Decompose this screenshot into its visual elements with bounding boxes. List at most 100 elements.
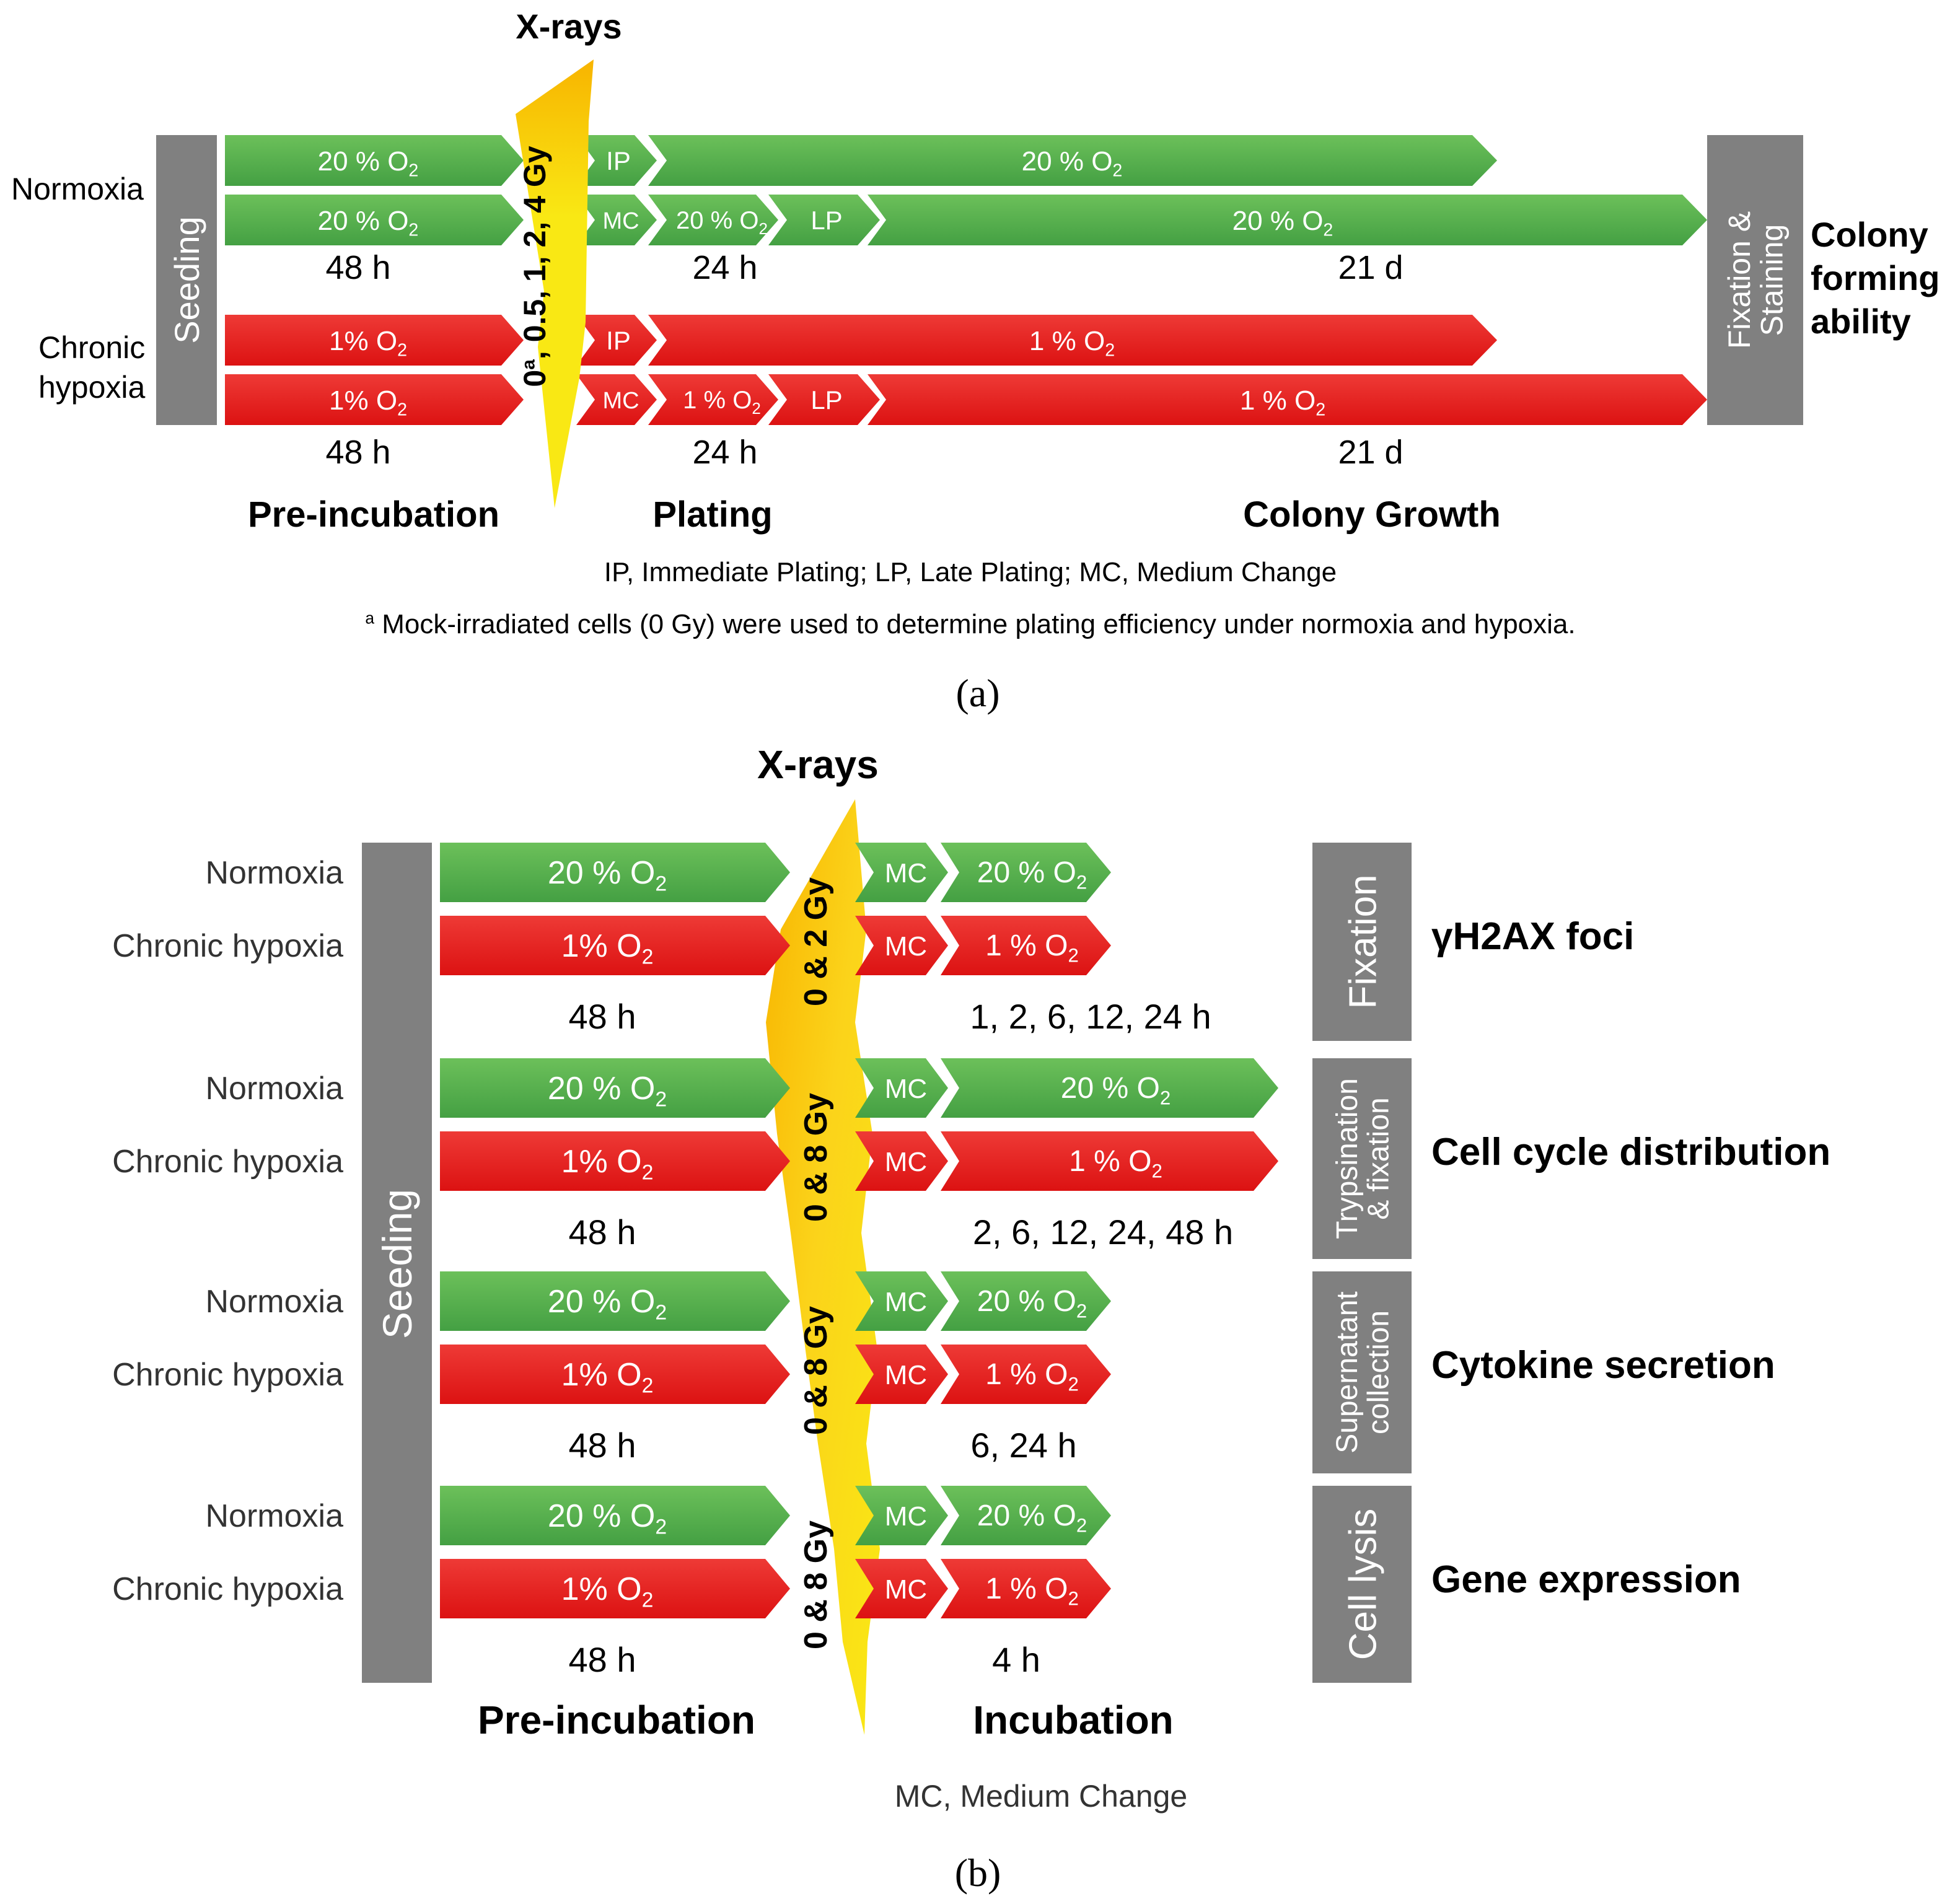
normoxia-mc-arrow bbox=[855, 1058, 948, 1118]
fixation-staining-bar bbox=[1707, 135, 1803, 425]
normoxia-plating-label: 20 % O2​ bbox=[676, 207, 768, 238]
hypoxia-preincubation-arrow bbox=[440, 1559, 790, 1618]
growth-time: 21 d bbox=[1338, 249, 1403, 286]
hypoxia-incubation-arrow bbox=[941, 916, 1111, 975]
hypoxia-late-growth-arrow bbox=[868, 374, 1707, 425]
dose-label: 0 & 8 Gy bbox=[798, 1093, 834, 1222]
chronic-hypoxia-label: Chronic hypoxia bbox=[112, 1571, 343, 1607]
preincubation-time: 48 h bbox=[325, 434, 390, 471]
normoxia-incubation-label: 20 % O2​ bbox=[977, 1499, 1087, 1537]
mc-label: MC bbox=[885, 1147, 927, 1177]
hypoxia-mc-arrow bbox=[576, 374, 657, 425]
normoxia-mc-arrow bbox=[855, 1271, 948, 1331]
normoxia-incubation-label: 20 % O2​ bbox=[977, 856, 1087, 893]
normoxia-label: Normoxia bbox=[206, 855, 344, 891]
hypoxia-growth-label: 1 % O2​ bbox=[1029, 326, 1115, 361]
hypoxia-mc-arrow bbox=[855, 916, 948, 975]
normoxia-preincubation-label: 20 % O2​ bbox=[318, 146, 419, 181]
xrays-label: X-rays bbox=[516, 7, 622, 46]
hypoxia-preincubation-label: 1% O2​ bbox=[561, 1571, 654, 1612]
hypoxia-lp-arrow bbox=[768, 374, 880, 425]
chronic-hypoxia-label: hypoxia bbox=[38, 370, 146, 405]
normoxia-label: Normoxia bbox=[206, 1498, 344, 1534]
normoxia-mc-arrow bbox=[855, 1486, 948, 1545]
hypoxia-plating-label: 1 % O2​ bbox=[683, 387, 761, 418]
hypoxia-preincubation-arrow bbox=[225, 374, 524, 425]
endpoint-bar bbox=[1312, 1486, 1412, 1683]
normoxia-preincubation-label: 20 % O2​ bbox=[318, 206, 419, 240]
normoxia-incubation-arrow bbox=[941, 1058, 1278, 1118]
normoxia-incubation-arrow bbox=[941, 1271, 1111, 1331]
ip-label: IP bbox=[606, 326, 631, 355]
phase-preincubation: Pre-incubation bbox=[248, 494, 499, 535]
fixation-staining-label: Fixation & bbox=[1722, 211, 1757, 349]
outcome-label: Cytokine secretion bbox=[1431, 1344, 1775, 1387]
endpoint-bar bbox=[1312, 843, 1412, 1041]
dose-label: 0 & 8 Gy bbox=[798, 1520, 834, 1649]
panel-b-caption: (b) bbox=[955, 1851, 1001, 1895]
mc-label: MC bbox=[885, 1360, 927, 1390]
hypoxia-incubation-label: 1 % O2​ bbox=[1069, 1145, 1162, 1182]
seeding-label: Seeding bbox=[167, 216, 206, 344]
seeding-bar bbox=[156, 135, 217, 425]
dose-label: 0 & 2 Gy bbox=[798, 877, 834, 1006]
mc-label: MC bbox=[885, 1287, 927, 1317]
endpoint-label: Fixation bbox=[1342, 874, 1384, 1009]
hypoxia-ip-arrow bbox=[576, 315, 657, 366]
normoxia-preincubation-arrow bbox=[440, 1486, 790, 1545]
endpoint-bar bbox=[1312, 1058, 1412, 1259]
seeding-bar bbox=[362, 843, 432, 1683]
preincubation-time: 48 h bbox=[569, 1213, 636, 1252]
plating-time: 24 h bbox=[692, 249, 757, 286]
normoxia-label: Normoxia bbox=[206, 1284, 344, 1320]
mc-label: MC bbox=[885, 1501, 927, 1532]
endpoint-label: Trypsination bbox=[1331, 1078, 1364, 1239]
hypoxia-growth-arrow bbox=[648, 315, 1497, 366]
normoxia-lp-arrow bbox=[768, 195, 880, 245]
normoxia-label: Normoxia bbox=[11, 172, 144, 206]
dose-label: 0 & 8 Gy bbox=[798, 1306, 834, 1435]
abbreviation-legend: IP, Immediate Plating; LP, Late Plating;… bbox=[604, 557, 1337, 587]
panel-a-caption: (a) bbox=[956, 671, 999, 715]
normoxia-incubation-label: 20 % O2​ bbox=[977, 1285, 1087, 1322]
xrays-label: X-rays bbox=[757, 742, 879, 787]
colony-forming-ability-label: forming bbox=[1811, 258, 1940, 297]
phase-colony-growth: Colony Growth bbox=[1243, 494, 1501, 535]
hypoxia-incubation-arrow bbox=[941, 1345, 1111, 1404]
normoxia-preincubation-label: 20 % O2​ bbox=[548, 855, 667, 895]
hypoxia-mc-arrow bbox=[855, 1559, 948, 1618]
lp-label: LP bbox=[811, 206, 842, 235]
normoxia-preincubation-arrow bbox=[440, 1271, 790, 1331]
hypoxia-preincubation-arrow bbox=[440, 916, 790, 975]
xray-bolt bbox=[516, 59, 594, 508]
normoxia-late-growth-label: 20 % O2​ bbox=[1232, 206, 1333, 240]
hypoxia-late-growth-label: 1 % O2​ bbox=[1240, 385, 1325, 420]
normoxia-late-growth-arrow bbox=[868, 195, 1707, 245]
chronic-hypoxia-label: Chronic hypoxia bbox=[112, 1357, 343, 1393]
mc-label: MC bbox=[885, 1574, 927, 1605]
incubation-times: 2, 6, 12, 24, 48 h bbox=[973, 1213, 1233, 1252]
incubation-times: 4 h bbox=[992, 1640, 1040, 1679]
hypoxia-incubation-label: 1 % O2​ bbox=[985, 929, 1079, 967]
outcome-label: γH2AX foci bbox=[1431, 915, 1634, 958]
hypoxia-preincubation-label: 1% O2​ bbox=[561, 928, 654, 968]
normoxia-incubation-arrow bbox=[941, 1486, 1111, 1545]
normoxia-ip-arrow bbox=[576, 135, 657, 186]
normoxia-incubation-arrow bbox=[941, 843, 1111, 902]
ip-label: IP bbox=[606, 146, 631, 175]
endpoint-bar bbox=[1312, 1271, 1412, 1473]
hypoxia-incubation-arrow bbox=[941, 1559, 1111, 1618]
normoxia-plating-arrow bbox=[648, 195, 778, 245]
mc-label: MC bbox=[602, 388, 639, 414]
hypoxia-preincubation-label: 1% O2​ bbox=[561, 1357, 654, 1397]
normoxia-incubation-label: 20 % O2​ bbox=[1061, 1072, 1171, 1109]
preincubation-time: 48 h bbox=[325, 249, 390, 286]
chronic-hypoxia-label: Chronic hypoxia bbox=[112, 928, 343, 964]
hypoxia-preincubation-arrow bbox=[440, 1131, 790, 1191]
preincubation-time: 48 h bbox=[569, 997, 636, 1036]
normoxia-preincubation-arrow bbox=[440, 1058, 790, 1118]
hypoxia-plating-arrow bbox=[648, 374, 778, 425]
normoxia-preincubation-arrow bbox=[440, 843, 790, 902]
endpoint-label: Supernatant bbox=[1331, 1291, 1364, 1454]
phase-plating: Plating bbox=[652, 494, 772, 535]
